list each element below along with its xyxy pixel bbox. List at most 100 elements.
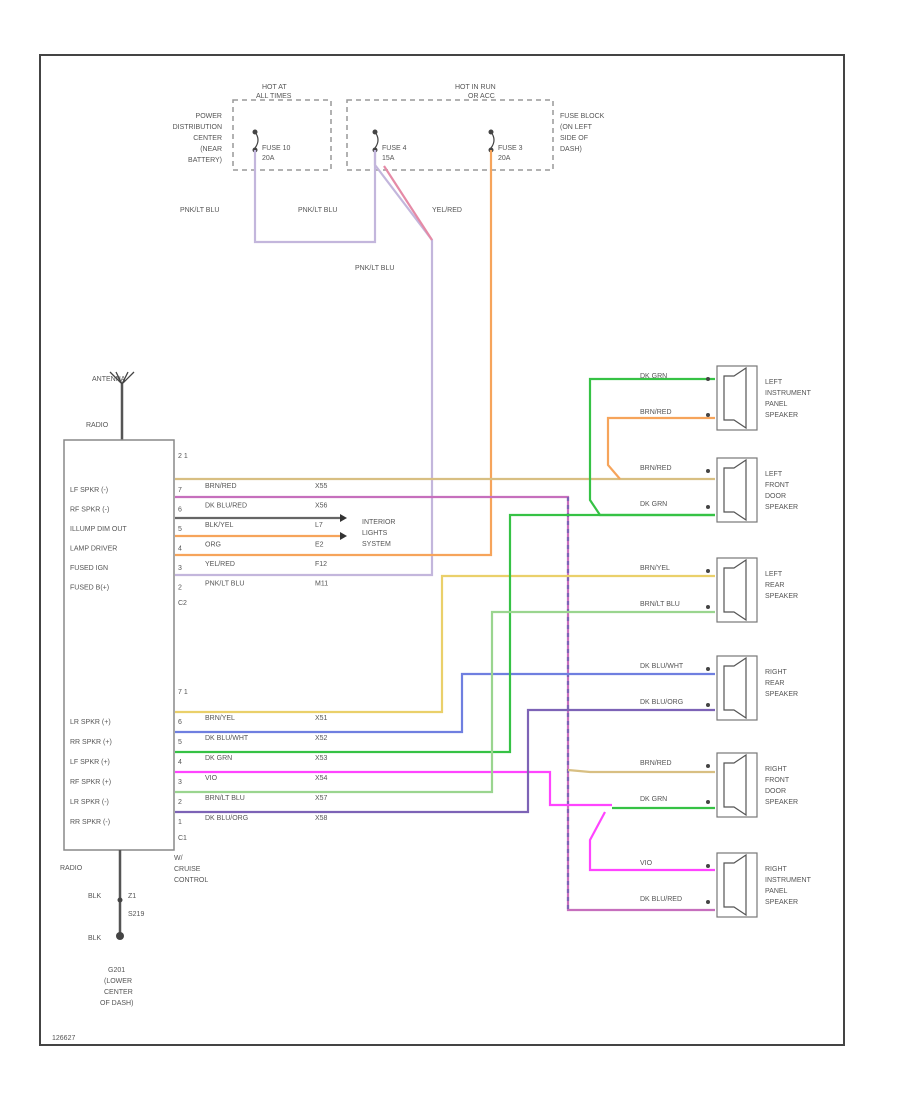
interior-lights-arrow-2 (340, 532, 347, 540)
c2-circuit: E2 (315, 542, 324, 549)
c1-wire-color: BRN/YEL (205, 715, 235, 722)
antenna-label: ANTENNA (92, 376, 126, 383)
speaker-icon (723, 458, 747, 522)
wire-label-pnk-lt-blu-2: PNK/LT BLU (298, 207, 337, 214)
fuse-10-rating: 20A (262, 155, 275, 162)
speaker-icon (723, 753, 747, 817)
c1-circuit: X54 (315, 775, 328, 782)
speaker-wire-label: DK GRN (640, 501, 667, 508)
c2-pin-name: RF SPKR (-) (70, 507, 109, 514)
wire-vio-rip (588, 811, 715, 872)
wire-dk-grn-lf (175, 513, 715, 754)
speaker-frame (716, 852, 758, 918)
speaker-terminal (706, 377, 710, 381)
fuse-block-label-l4: DASH) (560, 146, 582, 153)
pdc-label-l2: DISTRIBUTION (173, 124, 222, 131)
ground-loc-l1: G201 (108, 967, 125, 974)
c1-pin-number: 2 (178, 799, 182, 806)
c2-circuit: X55 (315, 483, 328, 490)
c2-pin-name: ILLUMP DIM OUT (70, 526, 127, 533)
splice-dot (117, 897, 123, 903)
pdc-label: POWER DISTRIBUTION CENTER (NEAR BATTERY) (173, 113, 222, 164)
c2-pin-name: LF SPKR (-) (70, 487, 108, 494)
c1-pin-name: LR SPKR (-) (70, 799, 109, 806)
speaker-name-line: SPEAKER (765, 412, 798, 419)
interior-lights-arrow-1 (340, 514, 347, 522)
c2-wire-color: BRN/RED (205, 483, 237, 490)
fuse-3: FUSE 3 20A (488, 129, 523, 162)
fuse-block-label-l1: FUSE BLOCK (560, 113, 605, 120)
speaker-wire-label: DK BLU/ORG (640, 699, 683, 706)
pdc-label-l3: CENTER (193, 135, 222, 142)
speaker-name-line: REAR (765, 582, 784, 589)
speaker-icon (723, 366, 747, 430)
wire-dk-blu-org (175, 708, 715, 814)
speaker-name-line: SPEAKER (765, 799, 798, 806)
wire-label-yel-red: YEL/RED (432, 207, 462, 214)
figure-id: 126627 (52, 1035, 75, 1042)
wire-brn-red-rf (567, 768, 715, 774)
c2-circuit: X56 (315, 503, 328, 510)
cruise-l2: CRUISE (174, 866, 201, 873)
c1-wire-color: DK GRN (205, 755, 232, 762)
fuse-block-label: FUSE BLOCK (ON LEFT SIDE OF DASH) (560, 113, 605, 153)
c1-circuit: X53 (315, 755, 328, 762)
interior-lights-l2: LIGHTS (362, 530, 388, 537)
c2-pin-name: FUSED IGN (70, 565, 108, 572)
c2-circuit: F12 (315, 561, 327, 568)
fuse-10-label: FUSE 10 (262, 145, 291, 152)
pdc-label-l1: POWER (196, 113, 222, 120)
speaker-name-line: SPEAKER (765, 504, 798, 511)
interior-lights-l3: SYSTEM (362, 541, 391, 548)
speaker-frame (716, 655, 758, 721)
pdc-box (232, 99, 332, 171)
diagram-border (39, 54, 845, 1046)
c2-pin-number: 4 (178, 546, 182, 553)
speakers: DK GRNBRN/REDLEFTINSTRUMENTPANELSPEAKERB… (640, 365, 812, 918)
c1-pin-name: LF SPKR (+) (70, 759, 110, 766)
hot-all-times-l2: ALL TIMES (256, 93, 292, 100)
speaker-terminal (706, 900, 710, 904)
c1-pin-number: 3 (178, 779, 182, 786)
ground-loc-l3: CENTER (104, 989, 133, 996)
c1-pins-top: 7 1 (178, 689, 188, 696)
fuse-block-box (346, 99, 554, 171)
c1-pin-number: 6 (178, 719, 182, 726)
antenna-radio-ref: RADIO (86, 422, 109, 429)
fuse-4-rating: 15A (382, 155, 395, 162)
fuse-block-label-l2: (ON LEFT (560, 124, 593, 131)
c2-circuit: L7 (315, 522, 323, 529)
c2-pins-top: 2 1 (178, 453, 188, 460)
speaker-frame (716, 365, 758, 431)
speaker-terminal (706, 703, 710, 707)
wire-label-pnk-lt-blu-3: PNK/LT BLU (355, 265, 394, 272)
wire-dk-blu-red (175, 495, 715, 912)
c1-pin-number: 4 (178, 759, 182, 766)
c2-circuit: M11 (315, 581, 328, 588)
speaker-terminal (706, 469, 710, 473)
wire-label-pnk-lt-blu-1: PNK/LT BLU (180, 207, 219, 214)
wire-pnk-lt-blu-stripe (383, 165, 433, 241)
c1-circuit: X58 (315, 815, 328, 822)
wire-yel-red (175, 150, 493, 557)
fuse-4-label: FUSE 4 (382, 145, 407, 152)
fuse-block-label-l3: SIDE OF (560, 135, 588, 142)
c2-pin-name: LAMP DRIVER (70, 546, 117, 553)
speaker-terminal (706, 569, 710, 573)
c2-pin-number: 2 (178, 585, 182, 592)
c2-pin-number: 3 (178, 565, 182, 572)
speaker-name-line: REAR (765, 680, 784, 687)
c1-wire-color: BRN/LT BLU (205, 795, 245, 802)
